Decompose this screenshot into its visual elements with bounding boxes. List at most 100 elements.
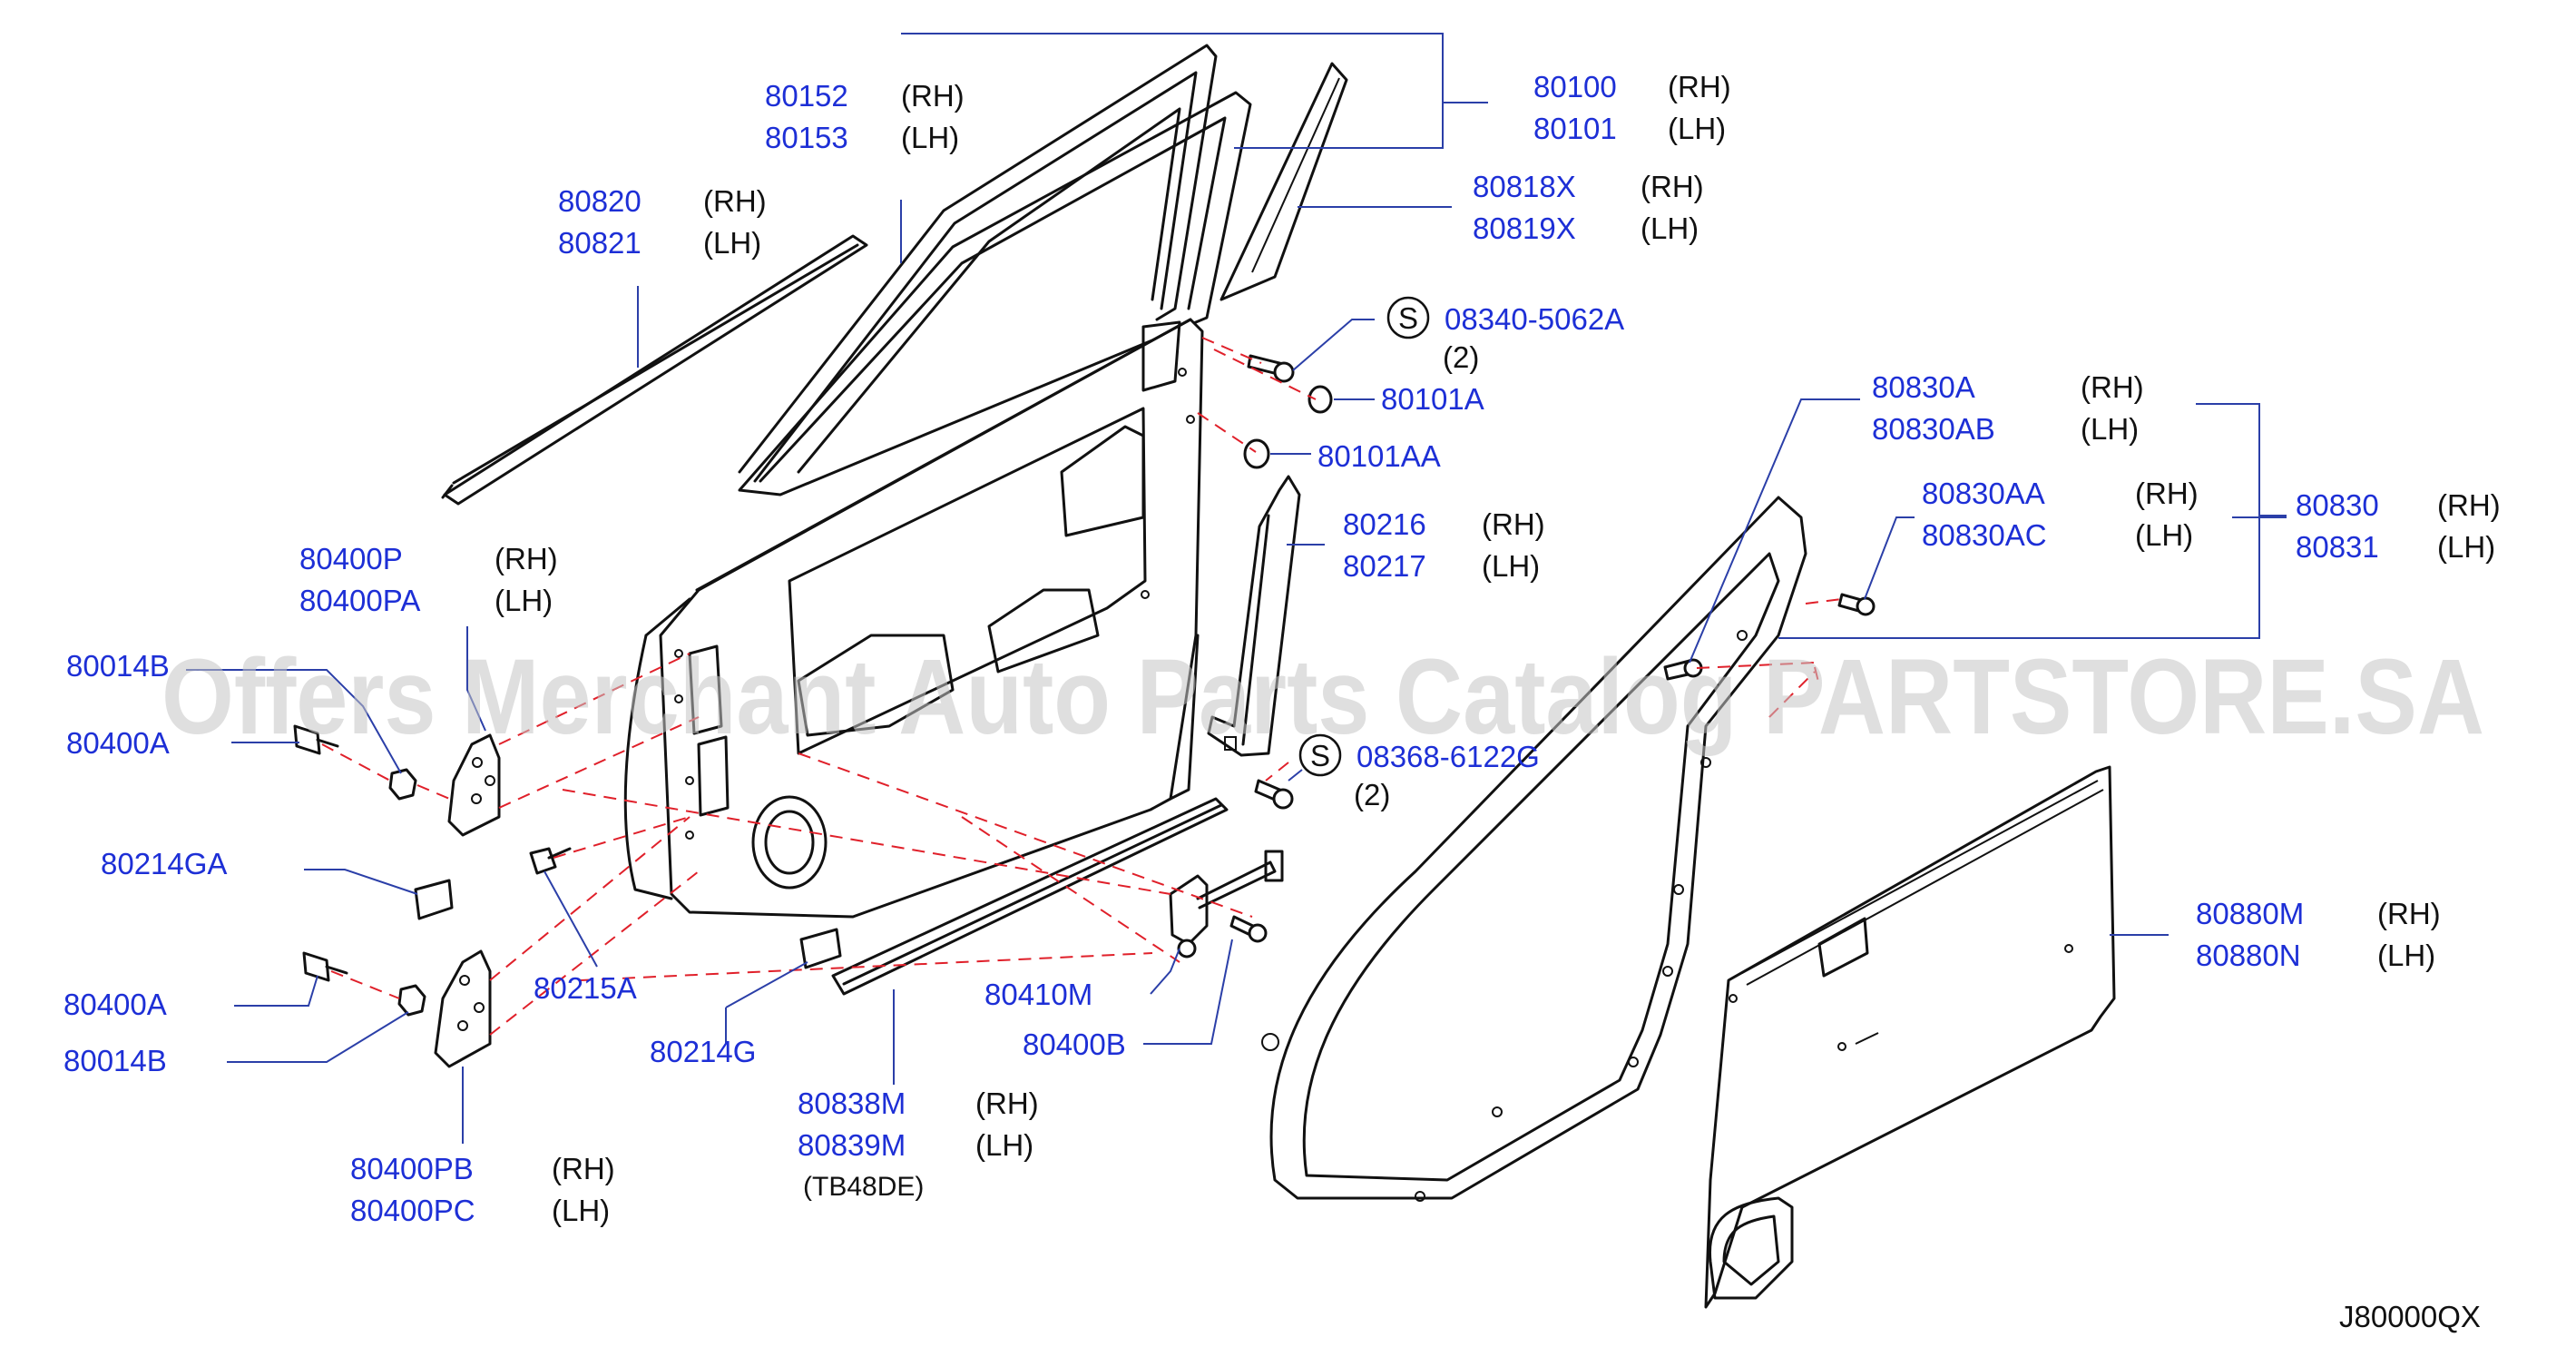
- hinge-bolts-nuts: [293, 724, 572, 1017]
- part-number[interactable]: 80820: [558, 184, 642, 218]
- part-number[interactable]: 80216: [1343, 507, 1426, 541]
- side-label: (RH): [901, 79, 965, 113]
- standard-part-symbol-circle: [1386, 296, 1430, 339]
- part-number[interactable]: 80830AC: [1922, 518, 2047, 552]
- part-number[interactable]: 08368-6122G: [1357, 740, 1540, 773]
- side-label: (LH): [552, 1194, 610, 1227]
- part-number[interactable]: 80400A: [66, 726, 170, 760]
- part-number[interactable]: 80014B: [64, 1044, 167, 1077]
- upper-hinge: [447, 733, 501, 837]
- side-label: (RH): [1641, 170, 1704, 203]
- callout-80400A-upper: 80400A: [66, 726, 170, 760]
- side-label: (LH): [901, 121, 959, 154]
- side-label: (LH): [703, 226, 761, 260]
- pads: [414, 879, 842, 969]
- standard-part-symbol: S: [1398, 301, 1418, 335]
- part-number[interactable]: 80818X: [1473, 170, 1576, 203]
- glass-run-channel: [1219, 62, 1348, 301]
- side-label: (LH): [495, 584, 553, 617]
- part-number[interactable]: 80101A: [1381, 382, 1484, 416]
- part-number[interactable]: 80100: [1533, 70, 1617, 103]
- side-label: (RH): [495, 542, 558, 575]
- engine-note: (TB48DE): [803, 1172, 924, 1202]
- diagram-code: J80000QX: [2339, 1300, 2481, 1333]
- callout-80830AA: 80830AA (RH) 80830AC (LH): [1922, 477, 2199, 552]
- part-number[interactable]: 80217: [1343, 549, 1426, 583]
- callout-80400A-lower: 80400A: [64, 988, 167, 1021]
- part-number[interactable]: 80014B: [66, 649, 170, 683]
- door-trim-panel: [1704, 765, 2116, 1309]
- side-label: (RH): [975, 1086, 1039, 1120]
- door-opening-weatherstrip: [1261, 496, 1876, 1202]
- lower-hinge: [434, 949, 492, 1068]
- part-number[interactable]: 80830AA: [1922, 477, 2045, 510]
- side-label: (LH): [2437, 530, 2495, 564]
- part-number[interactable]: 80830A: [1872, 370, 1975, 404]
- door-glass: [738, 91, 1252, 497]
- part-number[interactable]: 80214GA: [101, 847, 227, 880]
- callout-80400B: 80400B: [1023, 1027, 1126, 1061]
- part-number[interactable]: 80821: [558, 226, 642, 260]
- part-number[interactable]: 80400PA: [299, 584, 420, 617]
- part-number[interactable]: 80830: [2296, 488, 2379, 522]
- side-label: (RH): [2377, 897, 2441, 930]
- part-number[interactable]: 80831: [2296, 530, 2379, 564]
- part-number[interactable]: 80215A: [534, 971, 637, 1005]
- part-number[interactable]: 80214G: [650, 1035, 756, 1068]
- side-label: (RH): [2081, 370, 2144, 404]
- callout-80400P: 80400P (RH) 80400PA (LH): [299, 542, 558, 617]
- callout-80830A: 80830A (RH) 80830AB (LH): [1872, 370, 2144, 446]
- quantity: (2): [1443, 340, 1479, 374]
- side-label: (LH): [975, 1128, 1033, 1162]
- standard-part-symbol: S: [1310, 739, 1330, 772]
- part-number[interactable]: 80838M: [798, 1086, 906, 1120]
- callout-08368-6122G: S 08368-6122G (2): [1298, 733, 1540, 811]
- side-label: (LH): [1641, 211, 1699, 245]
- side-label: (RH): [703, 184, 767, 218]
- part-number[interactable]: 80400A: [64, 988, 167, 1021]
- callout-80820: 80820 (RH) 80821 (LH): [558, 184, 767, 260]
- part-number[interactable]: 80410M: [984, 978, 1092, 1011]
- part-number[interactable]: 80400P: [299, 542, 403, 575]
- callout-80101AA: 80101AA: [1317, 439, 1441, 473]
- standard-part-symbol-circle: [1298, 733, 1342, 777]
- side-label: (LH): [1482, 549, 1540, 583]
- part-number[interactable]: 80830AB: [1872, 412, 1995, 446]
- side-label: (RH): [1668, 70, 1731, 103]
- callout-80880M: 80880M (RH) 80880N (LH): [2196, 897, 2441, 972]
- quantity: (2): [1354, 778, 1390, 811]
- callout-80216: 80216 (RH) 80217 (LH): [1343, 507, 1545, 583]
- side-label: (RH): [1482, 507, 1545, 541]
- callout-80215A: 80215A: [534, 971, 637, 1005]
- part-number[interactable]: 80101: [1533, 112, 1617, 145]
- callout-80838M: 80838M (RH) 80839M (LH) (TB48DE): [798, 1086, 1039, 1202]
- assembly-lines: [321, 337, 1843, 1036]
- callout-80152: 80152 (RH) 80153 (LH): [765, 79, 965, 154]
- side-label: (LH): [2135, 518, 2193, 552]
- side-label: (LH): [2081, 412, 2139, 446]
- watermark: Offers Merchant Auto Parts Catalog PARTS…: [162, 637, 2484, 757]
- callout-80214G: 80214G: [650, 1035, 756, 1068]
- part-number[interactable]: 80153: [765, 121, 848, 154]
- callout-80100: 80100 (RH) 80101 (LH): [1533, 70, 1731, 145]
- door-panel-inner: [623, 318, 1204, 919]
- callout-80400PB: 80400PB (RH) 80400PC (LH): [350, 1152, 615, 1227]
- callout-80014B-upper: 80014B: [66, 649, 170, 683]
- side-label: (RH): [2437, 488, 2501, 522]
- part-number[interactable]: 80839M: [798, 1128, 906, 1162]
- part-number[interactable]: 80880M: [2196, 897, 2304, 930]
- part-number[interactable]: 80152: [765, 79, 848, 113]
- callout-80014B-lower: 80014B: [64, 1044, 167, 1077]
- part-number[interactable]: 80880N: [2196, 939, 2301, 972]
- part-number[interactable]: 80400PC: [350, 1194, 475, 1227]
- inner-weatherstrip: [831, 797, 1229, 996]
- part-number[interactable]: 08340-5062A: [1445, 302, 1624, 336]
- part-number[interactable]: 80400B: [1023, 1027, 1126, 1061]
- part-number[interactable]: 80819X: [1473, 211, 1576, 245]
- part-number[interactable]: 80101AA: [1317, 439, 1441, 473]
- sash-channel: [1207, 475, 1301, 757]
- side-label: (LH): [2377, 939, 2435, 972]
- part-number[interactable]: 80400PB: [350, 1152, 474, 1185]
- side-label: (LH): [1668, 112, 1726, 145]
